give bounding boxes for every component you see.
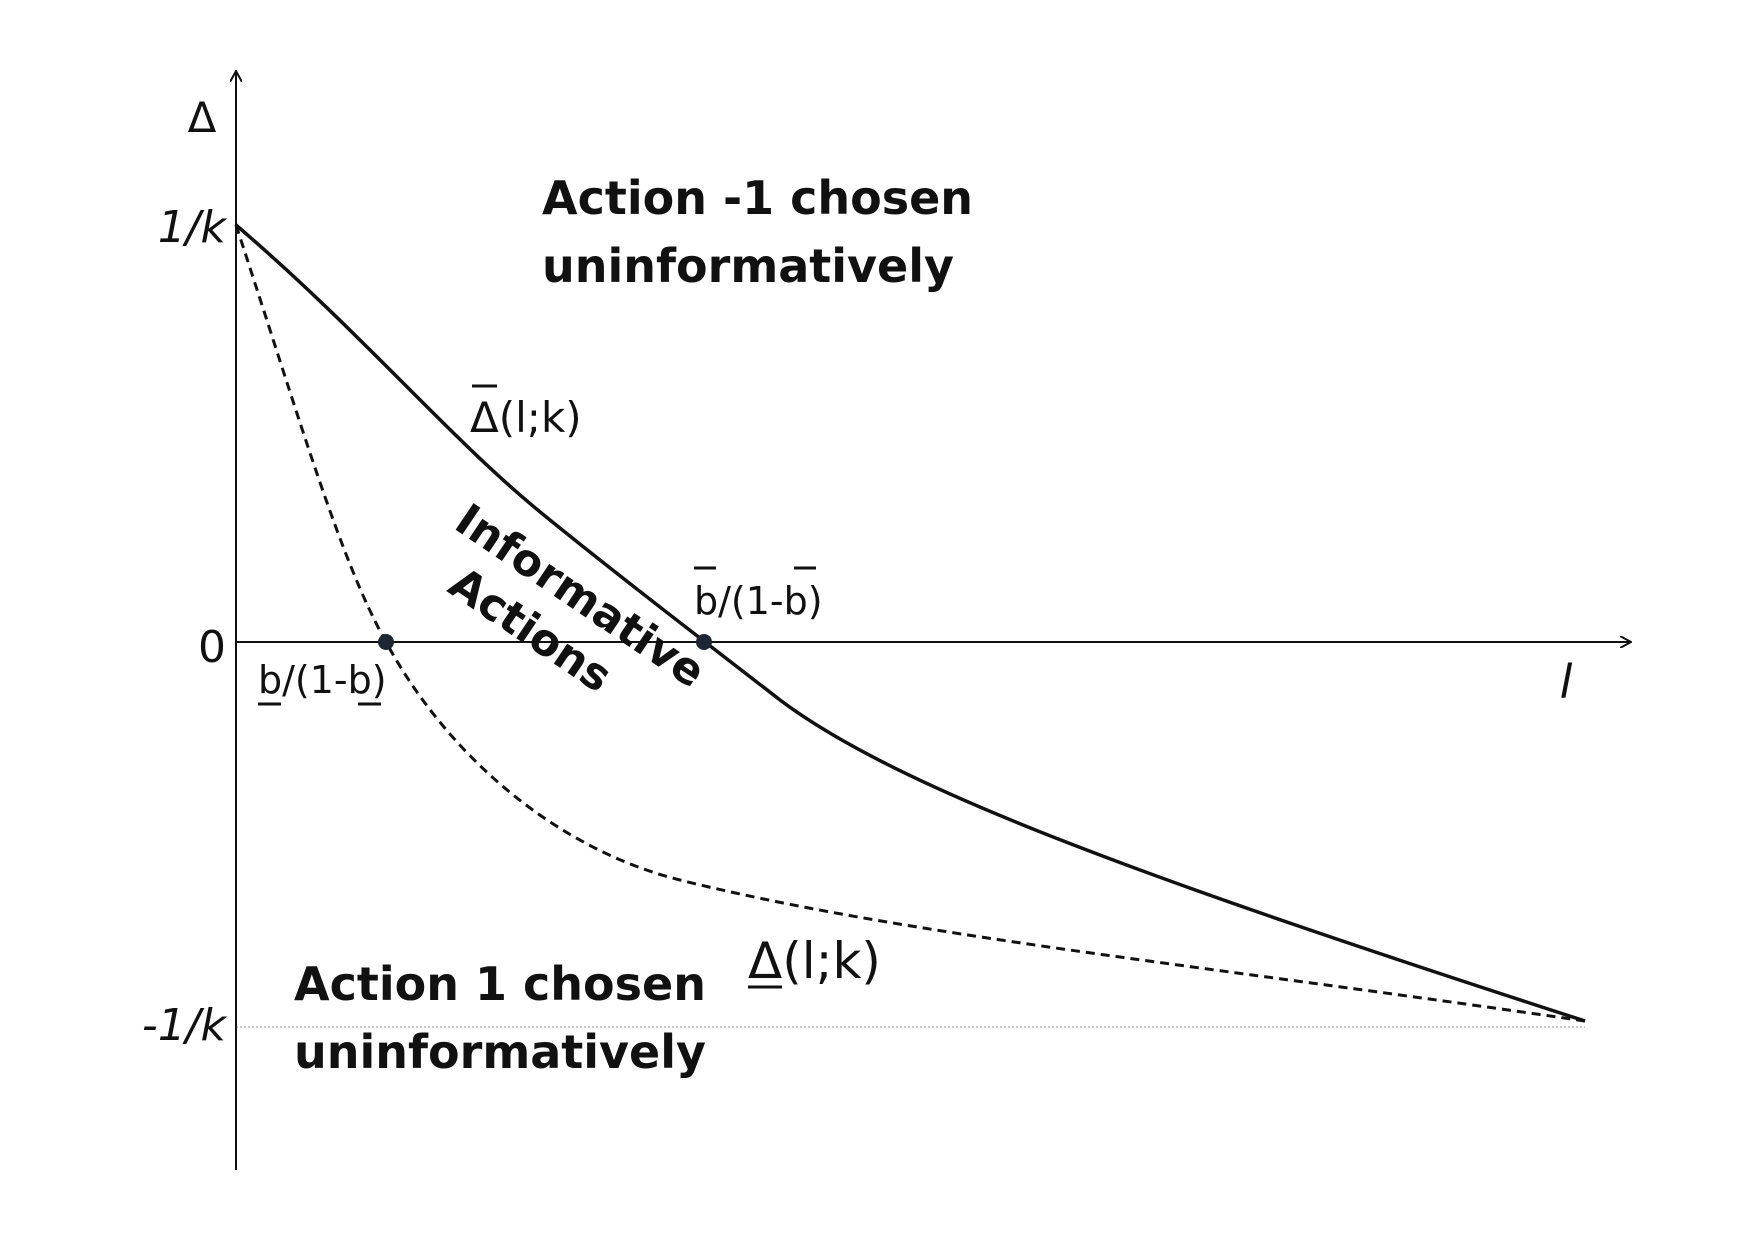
lower-curve-label: Δ(l;k) [748, 932, 881, 990]
upper-curve-symbol: Δ [470, 393, 499, 442]
upper-region-line-1: Action -1 chosen [542, 171, 973, 225]
lower-region-line-1: Action 1 chosen [294, 957, 706, 1011]
upper-crossing-point [696, 634, 712, 650]
upper-curve-args: (l;k) [499, 393, 582, 442]
lower-threshold-curve [234, 224, 1586, 1023]
upper-region-line-2: uninformatively [542, 239, 954, 293]
upper-crossing-b2: b [784, 579, 808, 623]
y-tick-zero: 0 [198, 622, 226, 673]
lower-crossing-label: b/(1-b) [258, 658, 387, 702]
upper-crossing-mid: /(1- [718, 579, 784, 623]
upper-crossing-label: b/(1-b) [694, 579, 823, 623]
lower-region-label: Action 1 chosen uninformatively [294, 957, 722, 1079]
lower-curve-symbol: Δ [748, 932, 782, 990]
lower-crossing-post: ) [372, 658, 387, 702]
lower-crossing-b1: b [258, 658, 282, 702]
upper-curve-label: Δ(l;k) [470, 393, 582, 442]
x-axis-label: l [1560, 655, 1573, 709]
upper-region-label: Action -1 chosen uninformatively [542, 171, 989, 293]
lower-crossing-mid: /(1- [282, 658, 348, 702]
lower-region-line-2: uninformatively [294, 1025, 706, 1079]
upper-threshold-curve [234, 223, 1586, 1023]
lower-crossing-b2: b [348, 658, 372, 702]
lower-curve-args: (l;k) [782, 932, 881, 990]
upper-crossing-post: ) [808, 579, 823, 623]
lower-crossing-point [378, 634, 394, 650]
y-axis-label: Δ [188, 93, 217, 142]
y-tick-bottom: -1/k [142, 1000, 228, 1051]
y-tick-top: 1/k [158, 202, 228, 253]
upper-crossing-b1: b [694, 579, 718, 623]
